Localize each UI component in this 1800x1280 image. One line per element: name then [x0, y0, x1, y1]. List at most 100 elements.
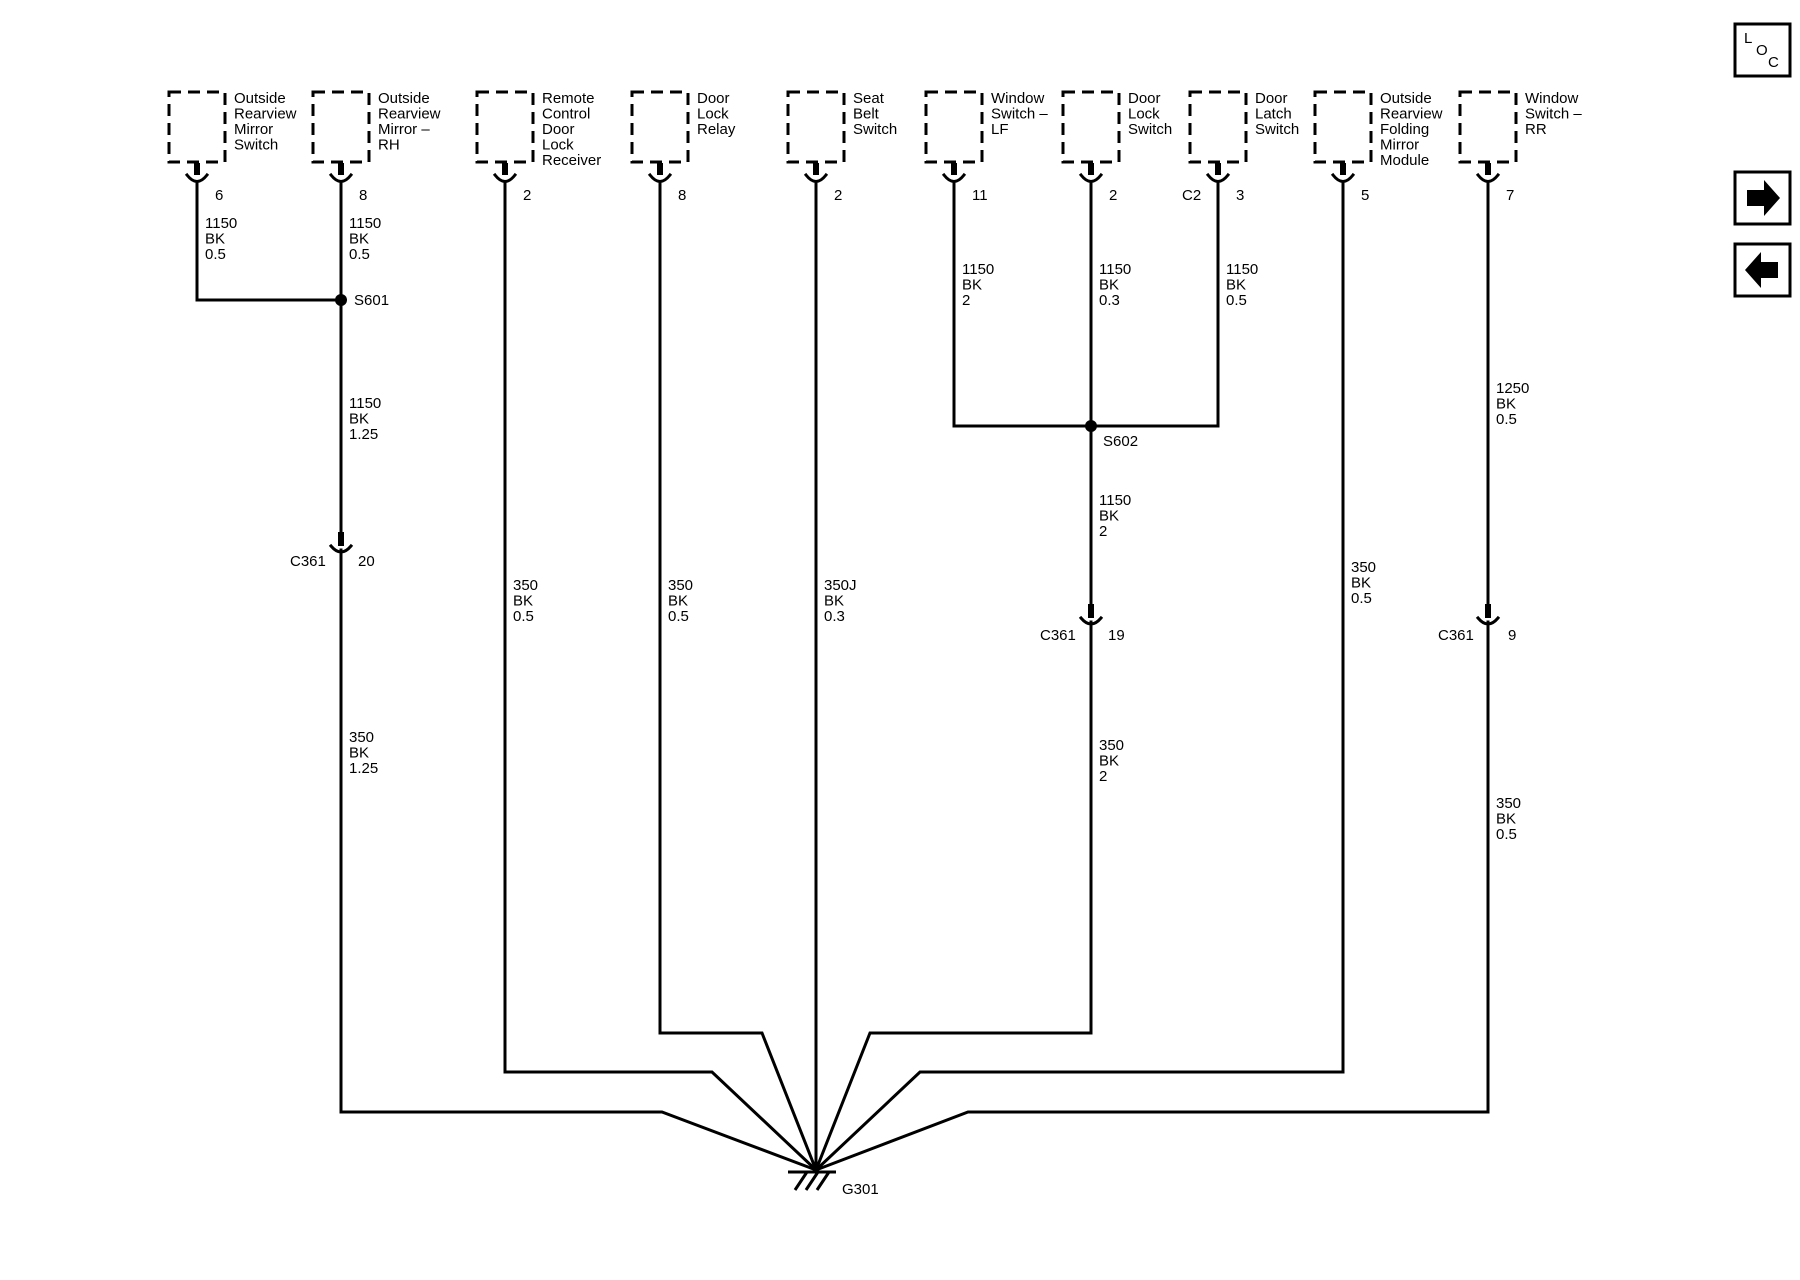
wire-label-line: 1150 [1099, 492, 1131, 509]
connector-pin-stub [951, 163, 957, 175]
component-label-line: Door [1255, 90, 1288, 107]
component-label-line: Lock [1128, 106, 1160, 123]
wire-label-line: 0.5 [513, 608, 534, 625]
component-label-line: Outside [378, 90, 430, 107]
component-box [1061, 90, 1121, 164]
component-label-line: Switch – [1525, 106, 1582, 123]
svg-text:L: L [1744, 30, 1752, 47]
connector-pin-stub [1215, 163, 1221, 175]
svg-text:20: 20 [358, 553, 375, 570]
component-label-line: Mirror [234, 121, 273, 138]
connector-cup [1330, 172, 1356, 183]
component-label-line: Outside [1380, 90, 1432, 107]
wire-label-line: 0.5 [1351, 590, 1372, 607]
wire-label-line: BK [1496, 811, 1516, 828]
svg-text:C: C [1768, 54, 1779, 71]
component-pin-number: 8 [678, 187, 686, 204]
component-pin-number: 6 [215, 187, 223, 204]
wire-label-line: 0.5 [205, 246, 226, 263]
wire-label-line: 350 [513, 577, 538, 594]
wire-label-line: 350 [349, 729, 374, 746]
connector-pin-stub [502, 163, 508, 175]
svg-text:9: 9 [1508, 627, 1516, 644]
svg-text:C361: C361 [1438, 627, 1474, 644]
component-label-line: Switch – [991, 106, 1048, 123]
wire-label-line: 0.5 [668, 608, 689, 625]
component-pin-number: 2 [1109, 187, 1117, 204]
component-box [1188, 90, 1248, 164]
component-label-line: Rearview [378, 106, 441, 123]
wire-label-line: BK [1226, 277, 1246, 294]
component-box [311, 90, 371, 164]
component-box [924, 90, 984, 164]
component-label-line: Latch [1255, 106, 1292, 123]
component-label-line: Door [697, 90, 730, 107]
loc-button[interactable]: L O C [1733, 22, 1792, 78]
wire-label-line: 1150 [962, 261, 994, 278]
connector-pin-stub [338, 163, 344, 175]
inline-connector-c361-20: C361 20 [290, 532, 375, 570]
component-box [630, 90, 690, 164]
component-label-line: Control [542, 106, 590, 123]
wire-label-line: 0.5 [1496, 411, 1517, 428]
connector-cup [328, 172, 354, 183]
svg-text:C361: C361 [1040, 627, 1076, 644]
component-label-line: Belt [853, 106, 880, 123]
svg-text:O: O [1756, 42, 1768, 59]
back-button[interactable] [1733, 242, 1792, 298]
component-label-line: Receiver [542, 152, 601, 169]
wire-label-line: 0.3 [824, 608, 845, 625]
inline-connector-c361-19: C361 19 [1040, 604, 1125, 644]
connector-cup [1078, 172, 1104, 183]
component-pin-number: 7 [1506, 187, 1514, 204]
component-box [1458, 90, 1518, 164]
component-label-line: Remote [542, 90, 595, 107]
component-label-line: Door [1128, 90, 1161, 107]
wire-label-line: 350J [824, 577, 857, 594]
component-pin-number: 11 [972, 187, 988, 204]
connector-cup [492, 172, 518, 183]
component-box [1313, 90, 1373, 164]
connector-pin-stub [1340, 163, 1346, 175]
wire-label-line: 350 [1099, 737, 1124, 754]
component-label-line: Module [1380, 152, 1429, 169]
connector-cup [184, 172, 210, 183]
component-label-line: Switch [853, 121, 897, 138]
connector-cup [941, 172, 967, 183]
component-label-line: Switch [1128, 121, 1172, 138]
component-label-line: Folding [1380, 121, 1429, 138]
component-label-line: Window [991, 90, 1045, 107]
wire-label-line: BK [1099, 508, 1119, 525]
connector-pin-stub [657, 163, 663, 175]
wire-label-line: BK [349, 231, 369, 248]
splice-s602-dot [1085, 420, 1097, 432]
ground-label: G301 [842, 1181, 879, 1198]
wire-label-line: 0.5 [349, 246, 370, 263]
component-connector-name: C2 [1182, 187, 1201, 204]
wire-label-line: 1150 [1099, 261, 1131, 278]
forward-button[interactable] [1733, 170, 1792, 226]
wire-label-line: BK [349, 411, 369, 428]
wire-label-line: 2 [1099, 523, 1107, 540]
wire-label-line: 2 [1099, 768, 1107, 785]
wire-label-line: BK [205, 231, 225, 248]
wire-label-line: BK [1099, 277, 1119, 294]
wire-label-line: BK [513, 593, 533, 610]
wire-label-line: BK [1496, 396, 1516, 413]
